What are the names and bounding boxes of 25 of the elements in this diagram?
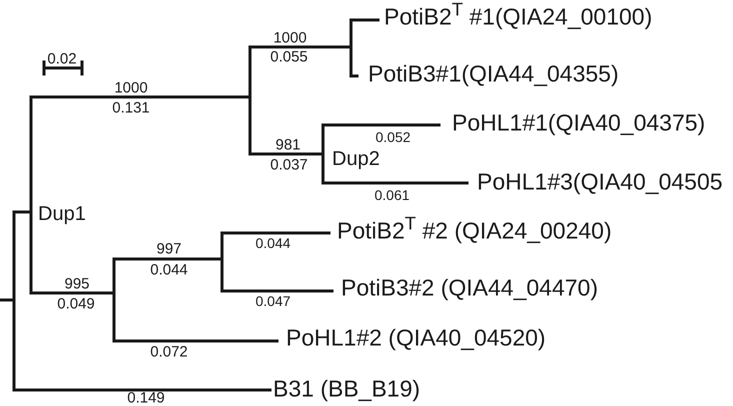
taxon-label: PoHL1#3(QIA40_04505 bbox=[477, 170, 723, 194]
bootstrap-value: 1000 bbox=[273, 30, 307, 46]
branch-length: 0.131 bbox=[112, 100, 150, 116]
taxon-label: PotiB3#2 (QIA44_04470) bbox=[341, 276, 598, 300]
taxon-label: B31 (BB_B19) bbox=[273, 378, 420, 400]
bootstrap-value: 1000 bbox=[114, 80, 148, 96]
bootstrap-value: 997 bbox=[156, 242, 182, 256]
taxon-label: PoHL1#1(QIA40_04375) bbox=[452, 112, 706, 134]
bootstrap-value: 995 bbox=[64, 276, 90, 292]
branch-length: 0.052 bbox=[375, 130, 411, 144]
branch-length: 0.072 bbox=[150, 344, 188, 360]
branch-length: 0.055 bbox=[270, 50, 308, 64]
taxon-label: PotiB3#1(QIA44_04355) bbox=[368, 62, 619, 86]
taxon-label: PoHL1#2 (QIA40_04520) bbox=[286, 326, 546, 350]
node-label: Dup2 bbox=[332, 149, 380, 169]
branch-length: 0.061 bbox=[374, 188, 410, 202]
branch-length: 0.037 bbox=[270, 158, 308, 172]
branch-length: 0.044 bbox=[255, 236, 291, 250]
bootstrap-value: 981 bbox=[275, 138, 301, 152]
scale-label: 0.02 bbox=[47, 52, 77, 66]
branch-length: 0.149 bbox=[127, 390, 165, 406]
branch-length: 0.047 bbox=[255, 294, 291, 308]
node-label: Dup1 bbox=[38, 204, 86, 224]
branch-length: 0.044 bbox=[150, 262, 188, 278]
branch-length: 0.049 bbox=[57, 296, 95, 312]
